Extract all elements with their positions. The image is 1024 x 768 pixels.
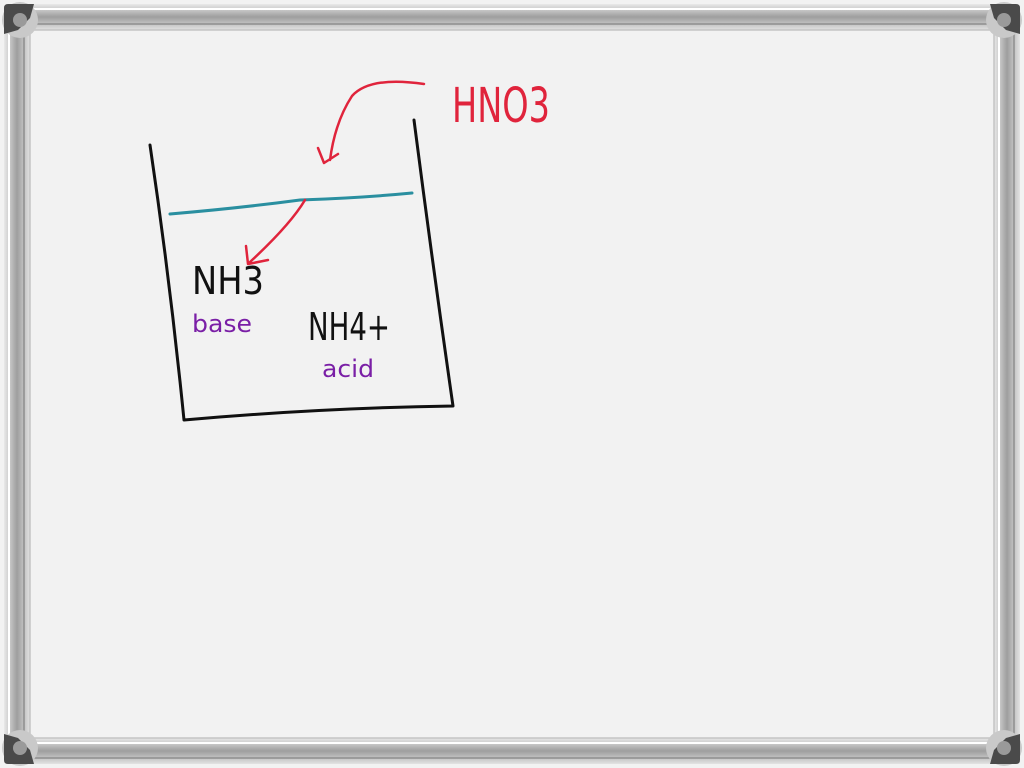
base-formula-nh3: NH3 <box>192 259 264 303</box>
base-label: base <box>192 310 252 338</box>
solution-surface-line <box>168 191 414 216</box>
frame-corner-top-right <box>986 2 1022 38</box>
board-frame <box>4 4 1020 764</box>
acid-label: acid <box>322 355 374 383</box>
reagent-formula-hno3: HNO3 <box>452 78 550 134</box>
beaker-outline <box>148 118 455 422</box>
frame-corner-top-left <box>2 2 38 38</box>
reagent-addition-arrow <box>316 80 426 165</box>
frame-corner-bottom-left <box>2 730 38 766</box>
proton-transfer-arrow <box>244 198 307 266</box>
acid-formula-nh4-plus: NH4+ <box>308 305 390 349</box>
frame-corner-bottom-right <box>986 730 1022 766</box>
